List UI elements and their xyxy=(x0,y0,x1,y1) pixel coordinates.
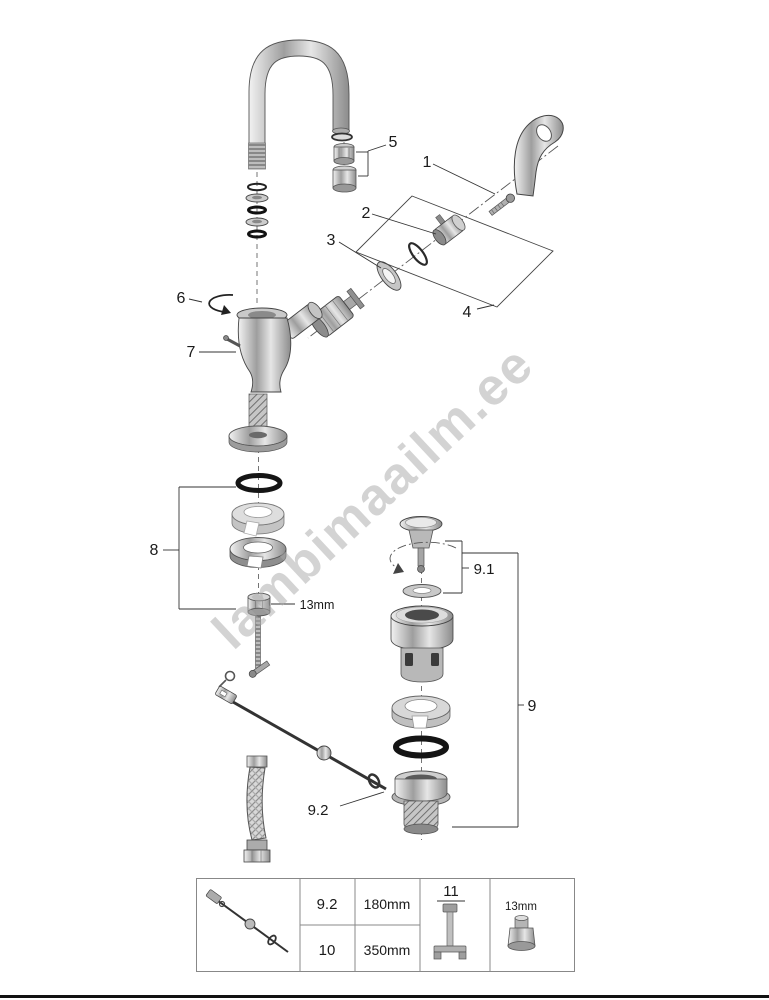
rotation-arrow-handle xyxy=(208,293,234,315)
callout-7: 7 xyxy=(187,344,196,361)
drain-flange xyxy=(390,605,454,683)
mounting-nut xyxy=(247,592,271,617)
o-ring-small-2 xyxy=(247,229,267,239)
mounting-shank xyxy=(228,393,288,453)
stabilizer-horseshoe xyxy=(231,502,285,537)
handle-lever xyxy=(513,114,564,197)
base-o-ring xyxy=(235,473,283,493)
callout-9: 9 xyxy=(528,698,537,715)
hose-nut xyxy=(243,849,271,863)
aerator-parts xyxy=(331,132,357,193)
drain-plug xyxy=(399,516,443,573)
legend-socket-drawing xyxy=(507,915,536,951)
bottom-rule xyxy=(0,995,769,998)
callout-leaders xyxy=(163,144,554,828)
handle-hole xyxy=(536,124,552,142)
rod-screw xyxy=(248,660,271,678)
legend-rod-drawing xyxy=(206,889,289,953)
clip-ring xyxy=(224,670,236,682)
drain-clamp-horseshoe xyxy=(391,695,451,729)
table-row2-ref: 10 xyxy=(319,942,336,959)
callout-1: 1 xyxy=(423,154,432,171)
table-row2-length: 350mm xyxy=(364,942,411,958)
handle-screw xyxy=(488,193,515,216)
nut-size-label: 13mm xyxy=(300,598,335,612)
rotation-arrow-drain xyxy=(389,541,457,570)
table-row1-length: 180mm xyxy=(364,896,411,912)
callout-5: 5 xyxy=(389,134,398,151)
o-ring-small xyxy=(247,205,267,215)
rod-ring xyxy=(367,773,381,789)
legend-tool-drawing xyxy=(433,903,467,960)
rod-clevis xyxy=(215,686,237,704)
supply-hose xyxy=(243,755,271,863)
body-pin xyxy=(226,337,241,348)
ball-joint xyxy=(316,745,332,761)
drain-seal-washer xyxy=(402,584,442,598)
mounting-set xyxy=(229,473,287,669)
mounting-bracket xyxy=(229,537,287,569)
pivot-rod xyxy=(232,700,387,791)
table-socket-size: 13mm xyxy=(505,901,537,913)
table-tool-ref: 11 xyxy=(443,883,459,900)
spout xyxy=(248,39,350,170)
callout-8: 8 xyxy=(150,542,159,559)
legend-table: 9.2 180mm 10 350mm 11 13mm xyxy=(196,878,575,972)
callout-9-2: 9.2 xyxy=(308,802,329,819)
seal-rings xyxy=(376,242,428,291)
drain-o-ring xyxy=(393,735,449,759)
callout-9-1: 9.1 xyxy=(474,561,495,578)
spout-thread xyxy=(248,142,266,170)
callout-2: 2 xyxy=(362,205,371,222)
faucet-body xyxy=(223,301,323,393)
callout-6: 6 xyxy=(177,290,186,307)
spout-seal-stack xyxy=(245,182,269,239)
drain-body xyxy=(391,770,451,835)
stop-ring xyxy=(432,214,466,246)
drain-set xyxy=(389,516,457,835)
callout-4: 4 xyxy=(463,304,472,321)
table-row1-ref: 9.2 xyxy=(317,896,338,913)
pivot-rod-assembly xyxy=(215,660,387,791)
callout-3: 3 xyxy=(327,232,336,249)
cartridge xyxy=(310,287,365,338)
